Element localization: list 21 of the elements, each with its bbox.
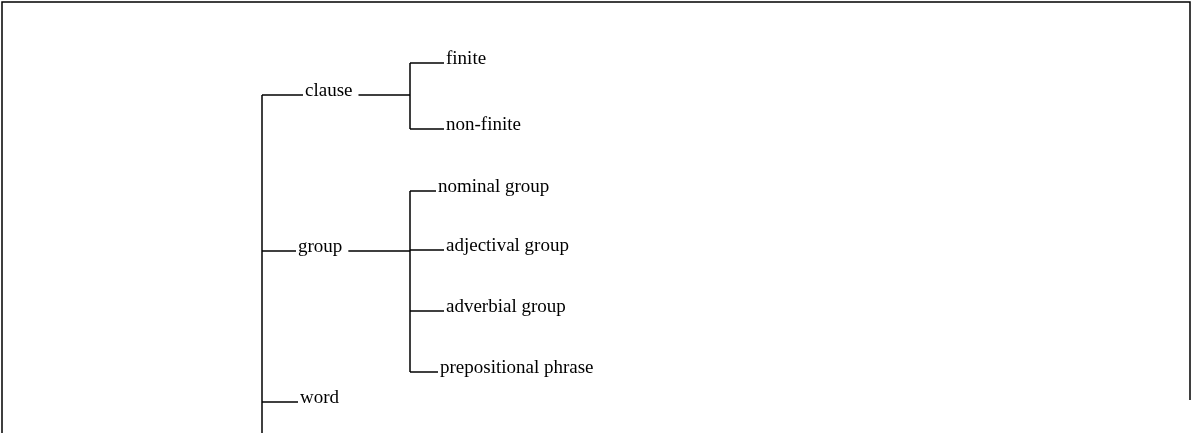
- category-label: non-finite: [446, 113, 521, 135]
- category-label: adverbial group: [446, 295, 566, 317]
- category-label: prepositional phrase: [440, 356, 594, 378]
- bracket-line: [357, 62, 411, 130]
- bracket-line: [261, 94, 263, 433]
- connector-line: [261, 401, 299, 403]
- connector-line: [409, 249, 445, 251]
- connector-line: [409, 190, 437, 192]
- connector-line: [409, 310, 445, 312]
- category-label: adjectival group: [446, 234, 569, 256]
- category-label: clause: [305, 79, 353, 101]
- category-label: nominal group: [438, 175, 550, 197]
- connector-line: [409, 128, 445, 130]
- category-label: finite: [446, 47, 487, 69]
- connector-line: [409, 62, 445, 64]
- connector-line: [261, 250, 297, 252]
- connector-line: [261, 94, 304, 96]
- bracket-line: [347, 190, 411, 373]
- connector-line: [409, 371, 439, 373]
- category-label: word: [300, 386, 340, 408]
- category-label: group: [298, 235, 343, 257]
